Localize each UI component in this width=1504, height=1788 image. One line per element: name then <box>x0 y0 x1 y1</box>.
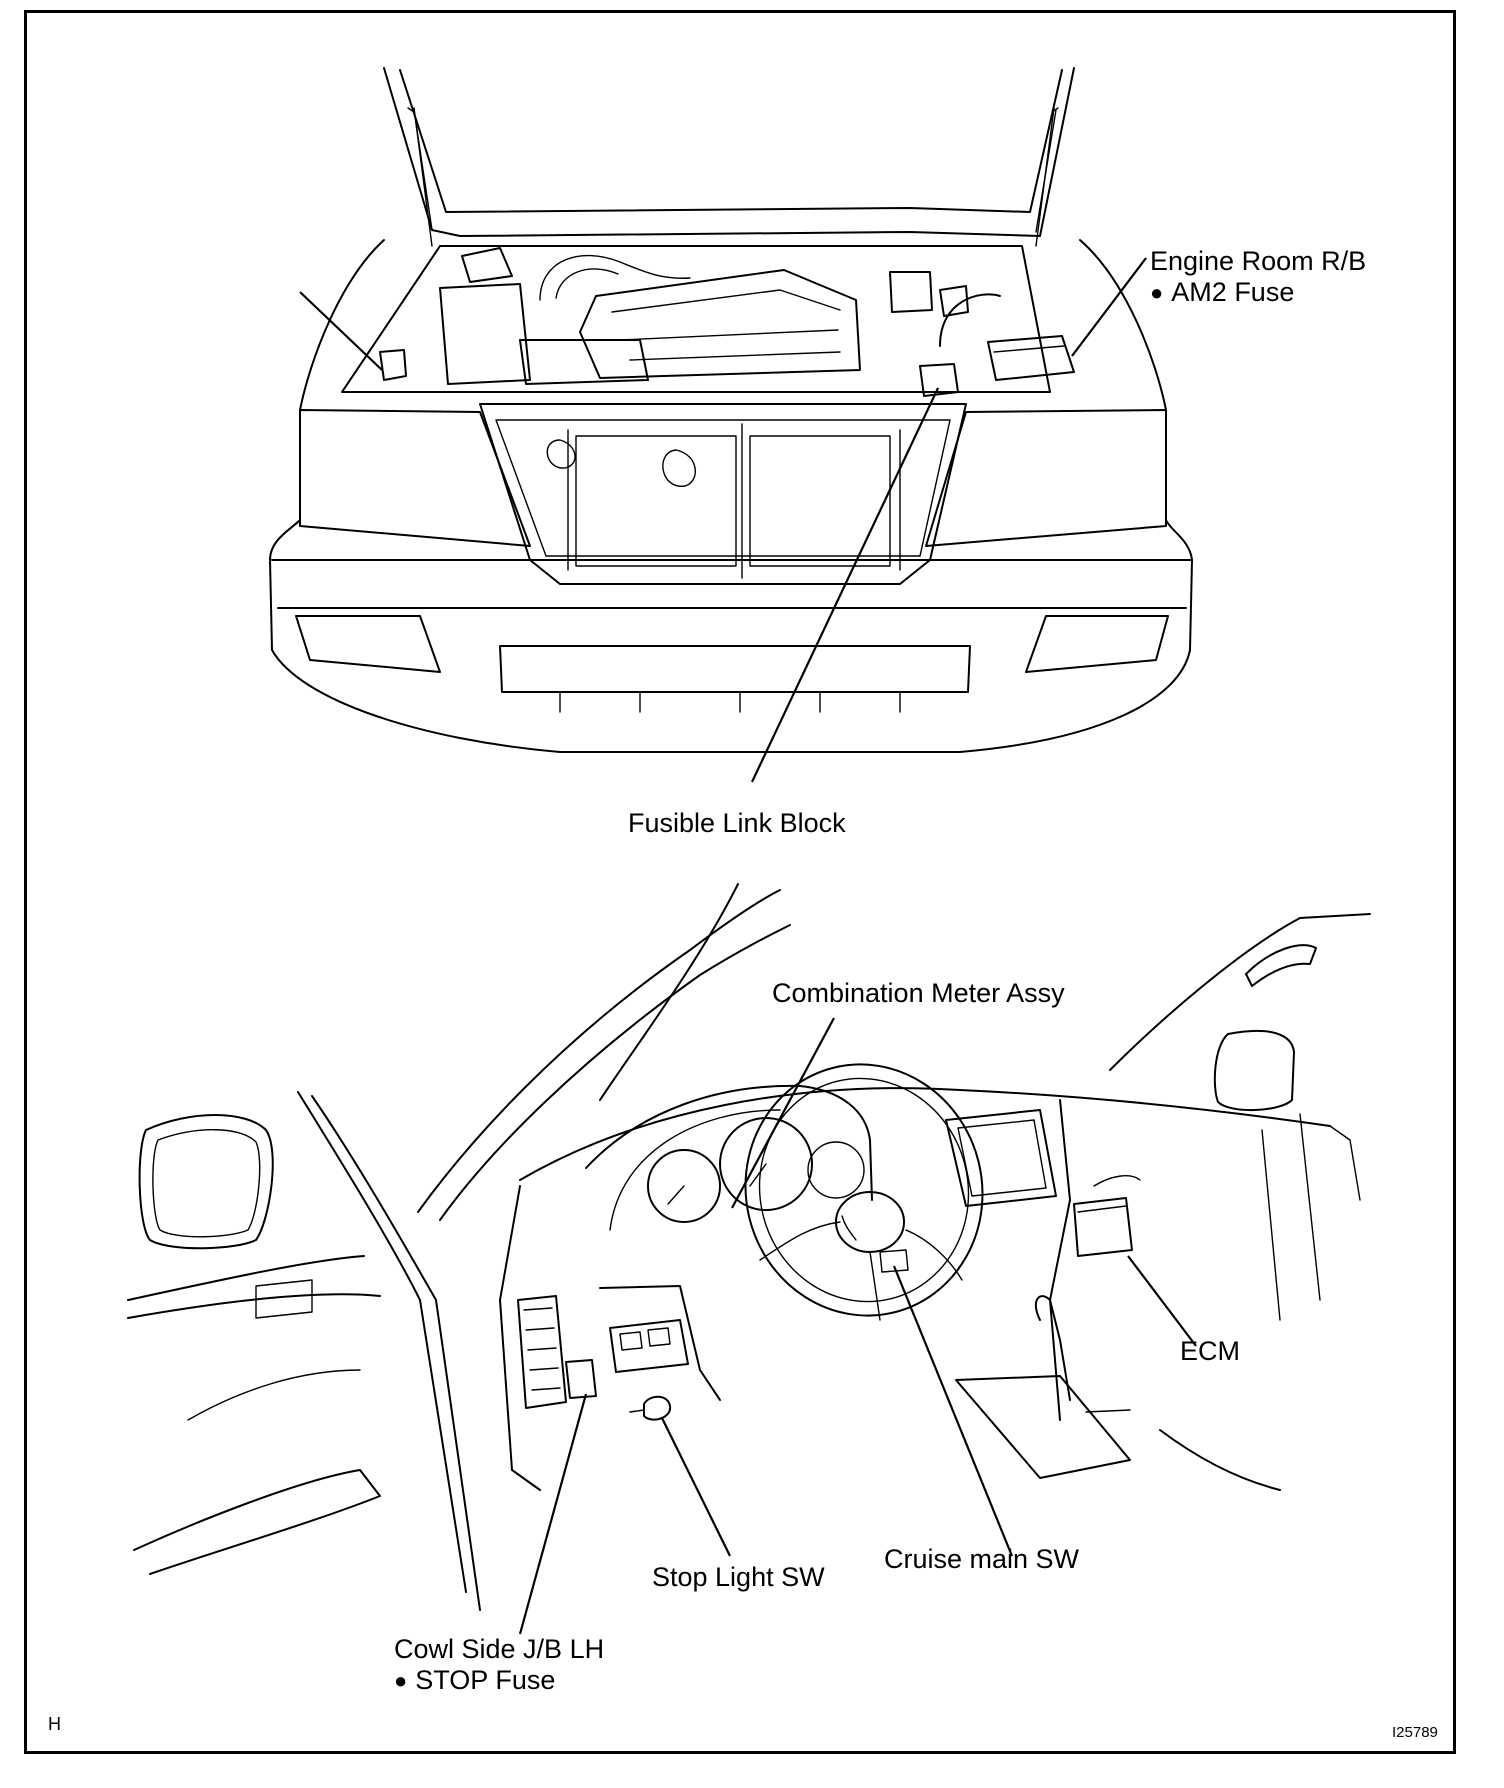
label-stop-light-sw: Stop Light SW <box>652 1562 825 1592</box>
label-cruise-main-sw: Cruise main SW <box>884 1544 1080 1574</box>
vehicle-front-illustration <box>269 67 1193 753</box>
leader-line-stop-light-sw <box>661 1417 731 1557</box>
engine-room-rb-text: Engine Room R/B <box>1150 246 1367 276</box>
cowl-side-jb-text: Cowl Side J/B LH <box>394 1634 605 1664</box>
stop-fuse-text: STOP Fuse <box>415 1665 556 1695</box>
corner-code: H <box>48 1714 61 1734</box>
am2-fuse-line: ● AM2 Fuse <box>1150 277 1366 309</box>
leader-line-fusible-link <box>751 387 939 783</box>
label-engine-room-rb: Engine Room R/B ● AM2 Fuse <box>1150 246 1366 309</box>
leader-line-left-relay <box>299 291 383 371</box>
leader-line-combination-meter <box>731 1017 835 1209</box>
bullet-icon: ● <box>1150 280 1164 305</box>
leader-line-cowl-side-jb <box>518 1393 588 1635</box>
leader-line-cruise-main-sw <box>892 1265 1014 1557</box>
figure-frame <box>24 10 1456 1754</box>
stop-fuse-line: ● STOP Fuse <box>394 1665 604 1697</box>
label-ecm: ECM <box>1180 1336 1240 1366</box>
vehicle-interior-illustration <box>127 883 1371 1611</box>
leader-line-ecm <box>1127 1255 1197 1347</box>
leader-line-engine-room-rb <box>1071 257 1147 357</box>
am2-fuse-text: AM2 Fuse <box>1171 277 1295 307</box>
label-combination-meter: Combination Meter Assy <box>772 978 1065 1008</box>
figure-id: I25789 <box>1392 1724 1438 1741</box>
bullet-icon: ● <box>394 1668 408 1693</box>
label-cowl-side-jb: Cowl Side J/B LH ● STOP Fuse <box>394 1634 604 1697</box>
label-fusible-link-block: Fusible Link Block <box>628 808 846 838</box>
